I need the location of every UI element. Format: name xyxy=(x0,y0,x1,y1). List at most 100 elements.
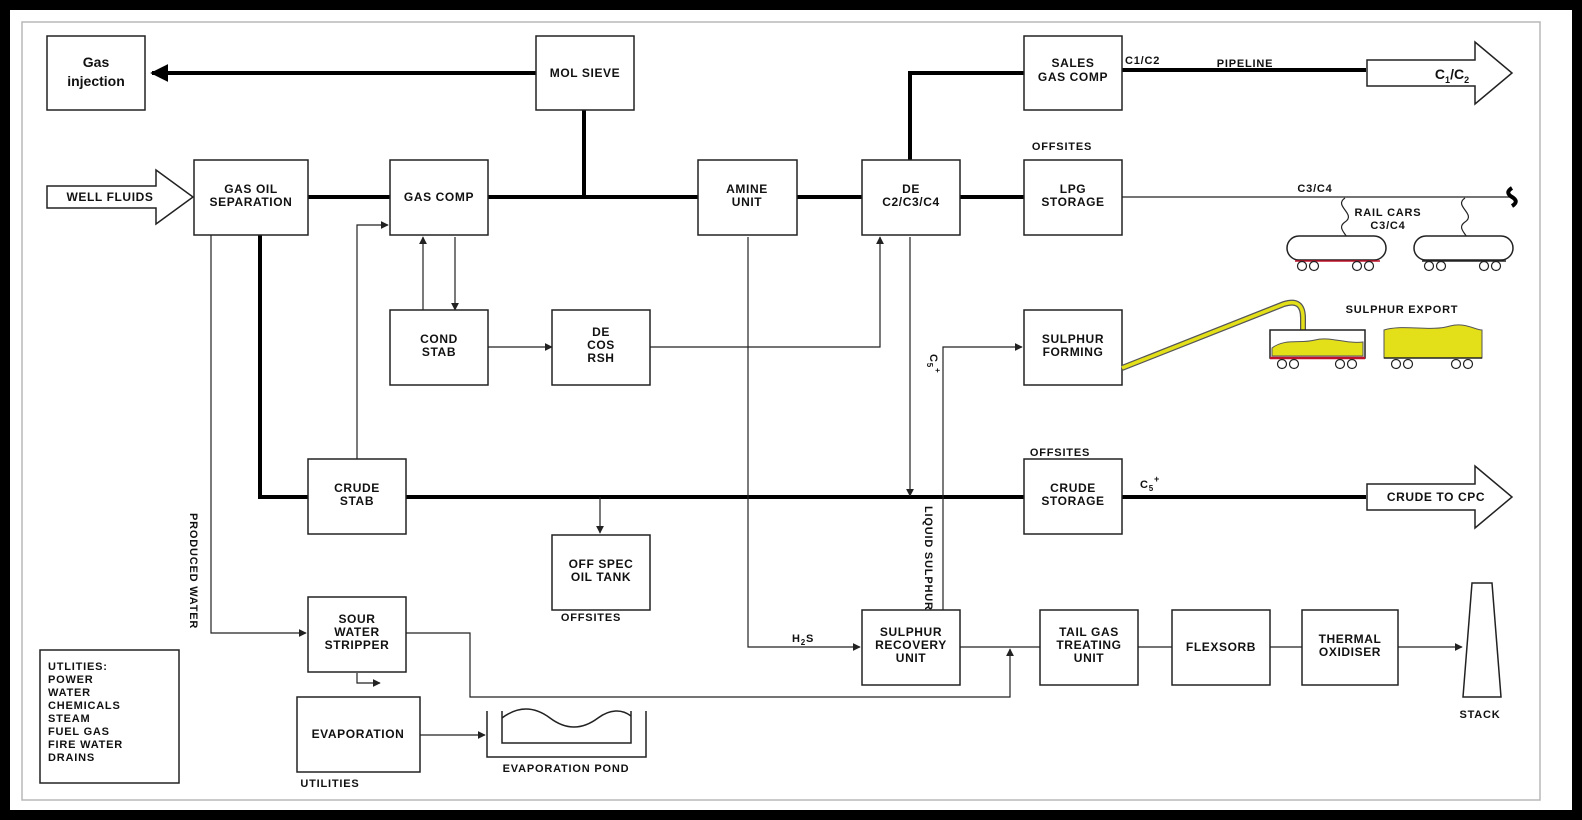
de-c2c3c4-box: DE C2/C3/C4 xyxy=(861,159,961,236)
svg-text:FLEXSORB: FLEXSORB xyxy=(1186,640,1256,654)
svg-text:POWER: POWER xyxy=(48,674,94,686)
pipeline-label: PIPELINE xyxy=(1217,58,1274,70)
svg-text:OXIDISER: OXIDISER xyxy=(1319,645,1381,659)
svg-text:STAB: STAB xyxy=(340,494,374,508)
svg-text:SOUR: SOUR xyxy=(338,612,375,626)
thick-flow-lines xyxy=(150,64,1366,499)
svg-text:FORMING: FORMING xyxy=(1043,345,1104,359)
de-cos-rsh-box: DE COS RSH xyxy=(551,309,651,386)
svg-text:SEPARATION: SEPARATION xyxy=(210,195,293,209)
crude-to-cpc-arrow: CRUDE TO CPC xyxy=(1366,464,1514,530)
svg-text:WATER: WATER xyxy=(48,687,91,699)
svg-text:OIL TANK: OIL TANK xyxy=(571,570,631,584)
rail-cars-sublabel: C3/C4 xyxy=(1370,220,1405,232)
evaporation-pond-label: EVAPORATION POND xyxy=(503,763,630,775)
evaporation-box: EVAPORATION xyxy=(296,696,421,773)
cond-stab-box: COND STAB xyxy=(389,309,489,386)
sales-gas-comp-box: SALES GAS COMP xyxy=(1023,35,1123,111)
svg-text:FUEL GAS: FUEL GAS xyxy=(48,726,110,738)
svg-text:STEAM: STEAM xyxy=(48,713,91,725)
svg-text:GAS OIL: GAS OIL xyxy=(224,182,278,196)
offsites-lpg-label: OFFSITES xyxy=(1032,141,1092,153)
svg-text:injection: injection xyxy=(67,73,125,89)
svg-text:WATER: WATER xyxy=(334,625,379,639)
sour-water-stripper-box: SOUR WATER STRIPPER xyxy=(307,596,407,673)
gas-comp-box: GAS COMP xyxy=(389,159,489,236)
svg-text:DE: DE xyxy=(902,182,920,196)
crude-storage-box: CRUDE STORAGE xyxy=(1023,458,1123,535)
stack-icon xyxy=(1462,582,1502,698)
svg-text:EVAPORATION: EVAPORATION xyxy=(312,727,405,741)
evaporation-pond-icon xyxy=(486,708,647,758)
svg-text:UNIT: UNIT xyxy=(896,651,926,665)
tail-gas-treating-unit-box: TAIL GAS TREATING UNIT xyxy=(1039,609,1139,686)
svg-text:STAB: STAB xyxy=(422,345,456,359)
svg-text:CHEMICALS: CHEMICALS xyxy=(48,700,121,712)
amine-unit-box: AMINE UNIT xyxy=(697,159,798,236)
svg-text:RSH: RSH xyxy=(587,351,614,365)
h2s-label: H2S xyxy=(792,633,814,647)
sulphur-export-label: SULPHUR EXPORT xyxy=(1346,304,1459,316)
svg-text:C2/C3/C4: C2/C3/C4 xyxy=(882,195,940,209)
svg-text:CRUDE: CRUDE xyxy=(1050,481,1096,495)
svg-text:CRUDE TO CPC: CRUDE TO CPC xyxy=(1387,490,1485,504)
svg-text:DRAINS: DRAINS xyxy=(48,752,95,764)
svg-text:RECOVERY: RECOVERY xyxy=(875,638,947,652)
svg-text:DE: DE xyxy=(592,325,610,339)
svg-text:Gas: Gas xyxy=(83,54,110,70)
svg-text:UTLITIES:: UTLITIES: xyxy=(48,661,108,673)
svg-text:UNIT: UNIT xyxy=(1074,651,1104,665)
svg-text:CRUDE: CRUDE xyxy=(334,481,380,495)
svg-text:TREATING: TREATING xyxy=(1056,638,1121,652)
sulphur-wagons-icon xyxy=(1269,324,1483,370)
well-fluids-arrow: WELL FLUIDS xyxy=(46,168,195,226)
thermal-oxidiser-box: THERMAL OXIDISER xyxy=(1301,609,1399,686)
crude-stab-box: CRUDE STAB xyxy=(307,458,407,535)
svg-text:SALES: SALES xyxy=(1051,56,1094,70)
off-spec-oil-tank-box: OFF SPEC OIL TANK xyxy=(551,534,651,611)
sulphur-recovery-unit-box: SULPHUR RECOVERY UNIT xyxy=(861,609,961,686)
svg-text:FIRE WATER: FIRE WATER xyxy=(48,739,123,751)
gas-injection-box: Gas injection xyxy=(46,35,146,111)
svg-text:WELL FLUIDS: WELL FLUIDS xyxy=(66,190,153,204)
c3c4-label: C3/C4 xyxy=(1297,183,1332,195)
utilities-legend: UTLITIES: POWER WATER CHEMICALS STEAM FU… xyxy=(39,649,180,784)
svg-text:MOL SIEVE: MOL SIEVE xyxy=(550,66,621,80)
svg-text:STORAGE: STORAGE xyxy=(1041,494,1104,508)
offsites-tank-label: OFFSITES xyxy=(561,612,621,624)
liquid-sulphur-label: LIQUID SULPHUR xyxy=(922,506,934,611)
svg-text:C1/C2: C1/C2 xyxy=(1435,66,1469,85)
utilities-bottom-label: UTILITIES xyxy=(300,778,359,790)
c5plus-label: C5+ xyxy=(1140,474,1160,493)
svg-text:STRIPPER: STRIPPER xyxy=(325,638,390,652)
svg-text:THERMAL: THERMAL xyxy=(1319,632,1382,646)
svg-text:COS: COS xyxy=(587,338,615,352)
svg-text:COND: COND xyxy=(420,332,458,346)
svg-text:SULPHUR: SULPHUR xyxy=(1042,332,1104,346)
gas-oil-separation-box: GAS OIL SEPARATION xyxy=(193,159,309,236)
lpg-storage-box: LPG STORAGE xyxy=(1023,159,1123,236)
c1c2-export-arrow: C1/C2 xyxy=(1366,40,1514,106)
offsites-crude-label: OFFSITES xyxy=(1030,447,1090,459)
svg-text:OFF SPEC: OFF SPEC xyxy=(569,557,634,571)
stack-label: STACK xyxy=(1459,709,1500,721)
svg-text:AMINE: AMINE xyxy=(726,182,768,196)
inner-frame xyxy=(21,21,1541,801)
flexsorb-box: FLEXSORB xyxy=(1171,609,1271,686)
produced-water-label: PRODUCED WATER xyxy=(187,513,199,629)
svg-text:TAIL GAS: TAIL GAS xyxy=(1059,625,1119,639)
sulphur-forming-box: SULPHUR FORMING xyxy=(1023,309,1123,386)
c5-vertical-label: C5+ xyxy=(925,354,942,373)
svg-text:SULPHUR: SULPHUR xyxy=(880,625,942,639)
thin-flow-lines xyxy=(210,196,1510,739)
c1c2-label: C1/C2 xyxy=(1125,55,1160,67)
svg-text:LPG: LPG xyxy=(1060,182,1086,196)
mol-sieve-box: MOL SIEVE xyxy=(535,35,635,111)
svg-text:GAS COMP: GAS COMP xyxy=(404,190,474,204)
rail-cars-icon xyxy=(1286,186,1518,272)
rail-cars-label: RAIL CARS xyxy=(1355,207,1422,219)
svg-text:UNIT: UNIT xyxy=(732,195,762,209)
sulphur-chute-icon xyxy=(1120,299,1306,371)
